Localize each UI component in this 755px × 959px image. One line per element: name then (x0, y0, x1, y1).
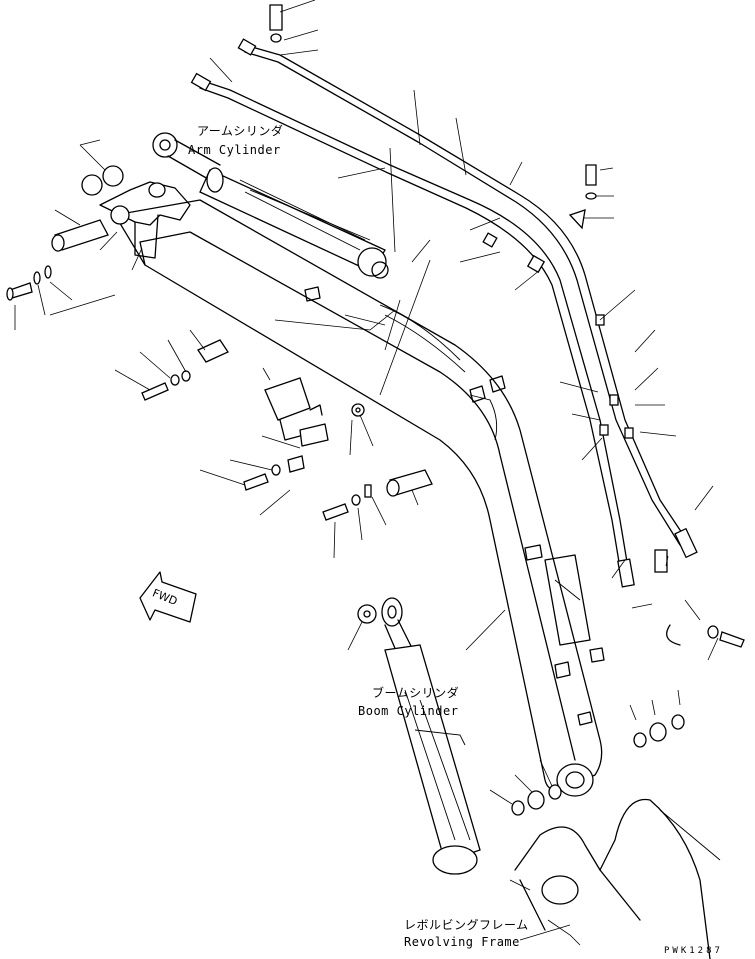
leader-lines (14, 0, 719, 946)
revolving-frame-label-en: Revolving Frame (404, 935, 520, 949)
drawing-code: PWK1287 (664, 946, 723, 956)
boom-foot-boss (556, 763, 594, 797)
loose-components (6, 4, 745, 816)
hydraulic-lines (190, 38, 698, 588)
fwd-arrow: FWD (139, 571, 197, 623)
boom-cylinder (381, 597, 481, 875)
arm-cylinder-label-jp: アームシリンダ (197, 124, 284, 138)
boom-cylinder-label-en: Boom Cylinder (358, 704, 459, 718)
fwd-arrow-label: FWD (151, 586, 180, 608)
boom-top-bracket (99, 181, 191, 259)
arm-cylinder (152, 132, 389, 279)
revolving-frame (514, 798, 721, 959)
boom-cylinder-label-jp: ブームシリンダ (372, 686, 460, 700)
arm-cylinder-label-en: Arm Cylinder (188, 143, 281, 157)
boom (114, 199, 605, 797)
revolving-frame-label-jp: レボルビングフレーム (404, 918, 529, 932)
